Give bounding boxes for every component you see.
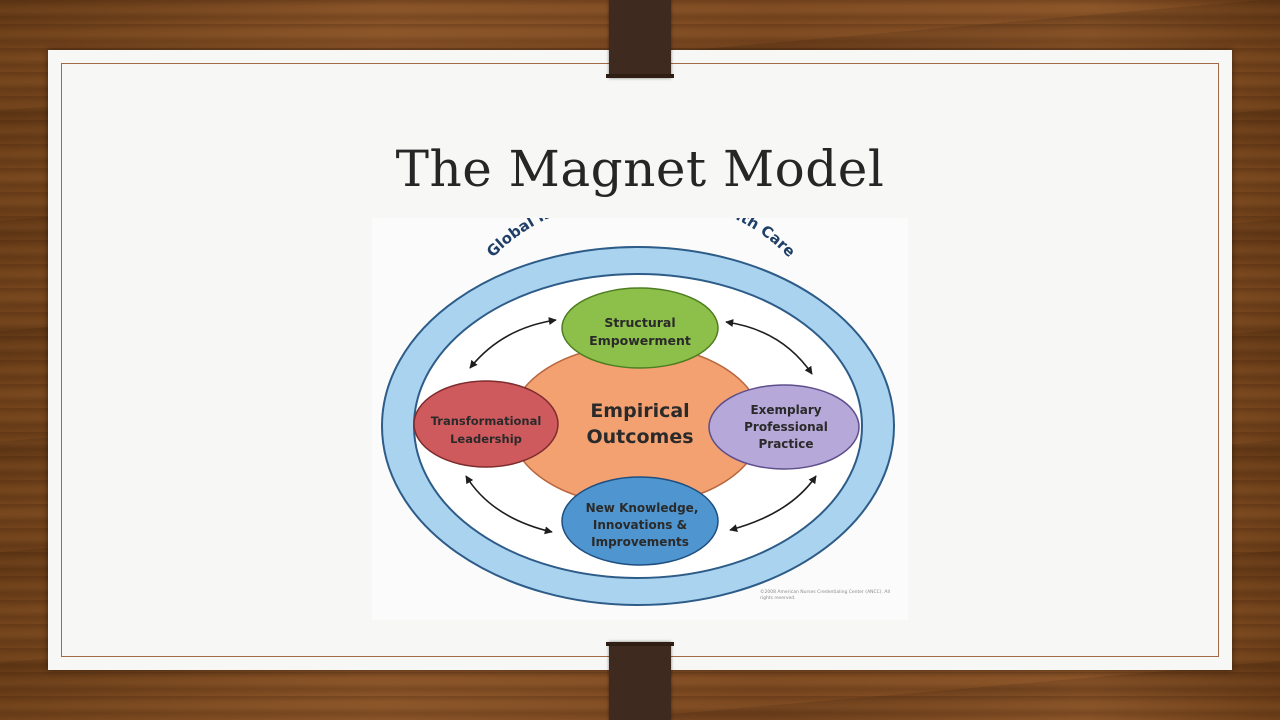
left-node-label-line1: Transformational <box>431 414 542 428</box>
bottom-node-label-line3: Improvements <box>591 535 689 549</box>
bottom-node-label-line2: Innovations & <box>593 518 687 532</box>
bottom-clip <box>606 642 674 720</box>
diagram-svg: Global Issues in Nursing & Health Care E… <box>381 218 895 606</box>
arrow-top-right <box>725 319 813 375</box>
slide-title: The Magnet Model <box>395 140 885 198</box>
arrow-top-left <box>469 317 557 369</box>
transformational-leadership-node <box>413 380 559 468</box>
top-clip <box>606 0 674 78</box>
top-node-label-line2: Empowerment <box>589 333 691 348</box>
arrow-bottom-right <box>729 475 817 533</box>
right-node-label-line3: Practice <box>758 437 813 451</box>
right-node-label-line1: Exemplary <box>750 403 821 417</box>
arrow-bottom-left <box>465 475 553 535</box>
right-node-label-line2: Professional <box>744 420 828 434</box>
new-knowledge-node <box>561 476 719 566</box>
center-label-line2: Outcomes <box>586 426 693 448</box>
bottom-node-label-line1: New Knowledge, <box>586 501 699 515</box>
left-node-label-line2: Leadership <box>450 432 522 446</box>
top-node-label-line1: Structural <box>604 315 675 330</box>
structural-empowerment-node <box>561 287 719 369</box>
exemplary-professional-practice-node <box>708 384 860 470</box>
magnet-model-diagram: Global Issues in Nursing & Health Care E… <box>372 218 908 620</box>
copyright-notice: ©2008 American Nurses Credentialing Cent… <box>760 590 890 601</box>
center-label-line1: Empirical <box>590 400 689 422</box>
